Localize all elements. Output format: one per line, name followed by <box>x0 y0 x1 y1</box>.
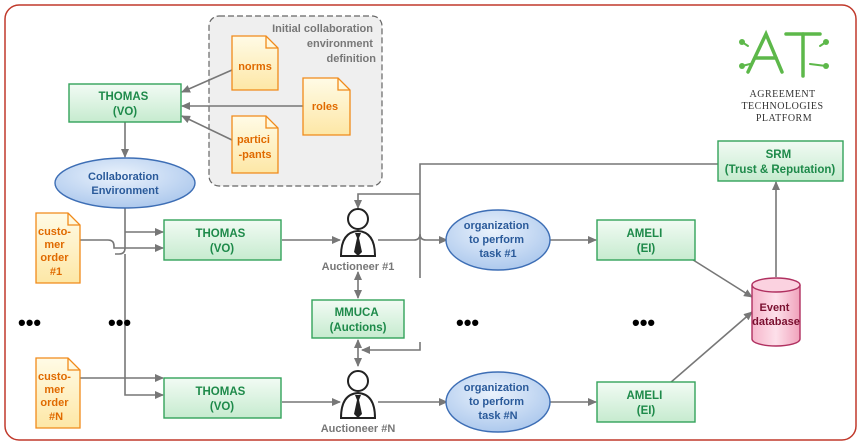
svg-text:custo- mer order: custo- mer order #N <box>38 371 74 423</box>
customer-order-n-document: custo- mer order #N <box>35 357 81 429</box>
ellipsis-col-1: ••• <box>18 310 41 335</box>
svg-text:AMELI (EI): AMELI (EI) <box>627 390 666 417</box>
event-database: Event database <box>751 277 801 347</box>
collaboration-environment-ellipse: Collaboration Environment <box>54 157 196 209</box>
connectors <box>80 69 780 406</box>
svg-text:THOMAS (VO): THOMAS (VO) <box>195 386 248 413</box>
organization-task-1-ellipse: organization to perform task #1 <box>445 209 551 271</box>
environment-title: Initial collaboration environment defini… <box>272 23 376 65</box>
auctioneer-n-label: Auctioneer #N <box>321 423 396 435</box>
svg-text:Event database: Event database <box>752 302 800 328</box>
svg-text:AMELI (EI): AMELI (EI) <box>627 228 666 255</box>
auctioneer-n-icon <box>339 370 377 419</box>
svg-text:Collaboration Environmen: Collaboration Environment <box>88 171 162 197</box>
svg-text:THOMAS (VO): THOMAS (VO) <box>195 228 248 255</box>
agreement-technologies-logo: AGREEMENT TECHNOLOGIES PLATFORM <box>739 29 829 124</box>
customer-order-1-document: custo- mer order #1 <box>35 212 81 284</box>
ellipsis-col-3: ••• <box>456 310 479 335</box>
thomas-1-box: THOMAS (VO) <box>163 219 282 261</box>
mmuca-box: MMUCA (Auctions) <box>311 299 405 339</box>
svg-text:roles: roles <box>312 101 338 113</box>
svg-text:partici -pants: partici -pants <box>237 134 273 161</box>
thomas-n-box: THOMAS (VO) <box>163 377 282 419</box>
at-logo-mark <box>739 29 829 78</box>
auctioneer-1-icon <box>339 208 377 257</box>
svg-text:SRM (Trust & Reputation): SRM (Trust & Reputation) <box>725 149 836 176</box>
norms-document: norms <box>231 35 279 91</box>
svg-text:norms: norms <box>238 61 272 73</box>
srm-box: SRM (Trust & Reputation) <box>717 140 844 182</box>
ameli-1-box: AMELI (EI) <box>596 219 696 261</box>
roles-document: roles <box>302 77 351 136</box>
participants-document: partici -pants <box>231 115 279 174</box>
ameli-n-box: AMELI (EI) <box>596 381 696 423</box>
svg-text:organization to perform: organization to perform task #N <box>464 382 532 422</box>
auctioneer-1-label: Auctioneer #1 <box>322 261 395 273</box>
svg-text:custo- mer order: custo- mer order #1 <box>38 226 74 278</box>
ellipsis-col-2: ••• <box>108 310 131 335</box>
svg-text:THOMAS (VO): THOMAS (VO) <box>98 91 151 118</box>
outer-frame <box>4 4 857 441</box>
svg-text:organization to perform: organization to perform task #1 <box>464 220 532 260</box>
organization-task-n-ellipse: organization to perform task #N <box>445 371 551 433</box>
thomas-top-box: THOMAS (VO) <box>68 83 182 123</box>
svg-text:AGREEMENT TECHNOLOGIES: AGREEMENT TECHNOLOGIES PLATFORM <box>741 89 826 124</box>
svg-text:MMUCA (Auctions): MMUCA (Auctions) <box>330 307 387 334</box>
ellipsis-col-4: ••• <box>632 310 655 335</box>
